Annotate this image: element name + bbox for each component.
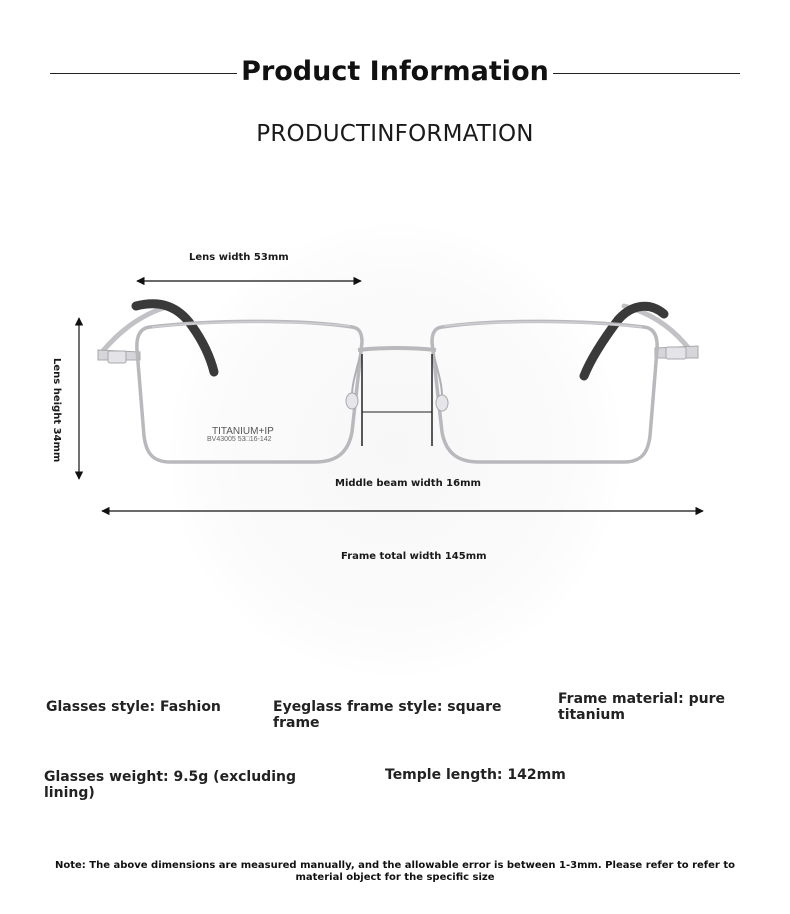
spec-frame-style: Eyeglass frame style: square frame: [273, 699, 502, 731]
page-title: Product Information: [0, 55, 790, 89]
nose-pads: [345, 355, 449, 412]
lens-height-label: Lens height 34mm: [51, 358, 62, 463]
lens-width-label: Lens width 53mm: [189, 252, 289, 263]
bridge: [357, 346, 437, 352]
right-temple: [579, 301, 693, 381]
frame-total-label: Frame total width 145mm: [341, 551, 487, 562]
right-lens-rim: [430, 319, 659, 464]
middle-beam-marker: [361, 354, 433, 446]
top-bar-right: [443, 320, 643, 328]
spec-frame-material: Frame material: pure titanium: [558, 691, 726, 723]
measurement-note: Note: The above dimensions are measured …: [55, 860, 735, 883]
left-temple: [99, 299, 219, 377]
product-backdrop: [170, 225, 620, 675]
page-subtitle: PRODUCTINFORMATION: [256, 121, 534, 147]
spec-temple-length: Temple length: 142mm: [385, 767, 566, 783]
left-hinge: [97, 349, 141, 364]
page-title-text: Product Information: [237, 56, 553, 87]
spec-glasses-style: Glasses style: Fashion: [46, 699, 221, 715]
right-hinge: [654, 345, 699, 360]
middle-beam-label: Middle beam width 16mm: [335, 478, 481, 489]
spec-glasses-weight: Glasses weight: 9.5g (excluding lining): [44, 769, 296, 801]
top-bar-left: [151, 320, 351, 328]
lens-print-line2: BV43005 53□16-142: [207, 436, 272, 443]
lens-print-line1: TITANIUM+IP: [212, 426, 274, 437]
